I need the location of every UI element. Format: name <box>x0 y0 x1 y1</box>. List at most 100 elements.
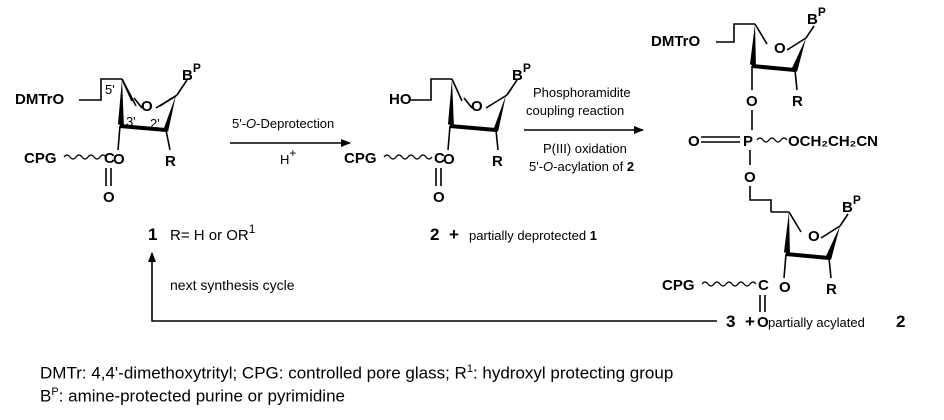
o3-label: O <box>443 151 455 168</box>
prime-2-label: 2' <box>150 116 160 131</box>
ring-bold-bond <box>785 252 830 260</box>
compound-1-r-note: R= H or OR1 <box>170 222 256 244</box>
synthesis-scheme: DMTrO 5' O 3' 2' BP R O CPG C O 1 R= H o… <box>15 5 905 331</box>
compound-3-note: partially acylated <box>768 315 865 330</box>
compound-3-plus: + <box>745 312 755 331</box>
r-label: R <box>792 93 803 110</box>
carbonyl-double-bond <box>759 295 766 312</box>
c5-bond <box>79 78 122 101</box>
carbonyl-double-bond <box>435 168 442 186</box>
carbonyl-c-label: C <box>104 150 115 167</box>
ring-oxygen: O <box>141 98 153 115</box>
next-cycle-label: next synthesis cycle <box>170 277 295 293</box>
ring-wedge <box>164 95 176 132</box>
compound-3-structure: DMTrO O BP R O O P OCH₂CH₂CN O O BP <box>651 5 878 331</box>
ring-wedge <box>448 79 454 128</box>
o3-bond <box>447 125 451 151</box>
base-bond <box>805 25 815 39</box>
r-bond <box>794 69 798 91</box>
carbonyl-c-label: C <box>434 150 445 167</box>
carbonyl-double-bond <box>105 168 112 186</box>
legend-base-text: B <box>40 386 52 406</box>
deprotection-label: 5'-O-Deprotection <box>232 116 334 131</box>
base-bond <box>839 213 849 227</box>
legend-sup: 1 <box>466 363 473 375</box>
compound-3-note-ref: 2 <box>896 312 905 331</box>
ring-wedge <box>792 38 806 72</box>
c5-bond-lower <box>749 186 772 212</box>
c5-bond <box>716 23 755 43</box>
compound-2-structure: HO O BP R O CPG C O <box>344 61 531 206</box>
bridge-o-lower: O <box>744 169 756 186</box>
c5-bond <box>411 78 452 101</box>
ring-bond <box>786 37 807 51</box>
ring-bond <box>754 23 768 45</box>
legend-abbrev-text: DMTr: 4,4'-dimethoxytrityl; CPG: control… <box>40 363 467 383</box>
legend-line-2: BP: amine-protected purine or pyrimidine <box>40 381 345 408</box>
legend-abbrev-text-end: : hydroxyl protecting group <box>472 363 674 383</box>
phosphorus-label: P <box>743 133 753 150</box>
o3-bond <box>783 253 787 279</box>
base-bond <box>176 79 188 96</box>
ring-oxygen: O <box>808 228 820 245</box>
r-label: R <box>165 153 176 170</box>
base-label: BP <box>182 61 201 84</box>
compound-3-number: 3 <box>726 312 735 331</box>
r-label: R <box>826 281 837 298</box>
prime-3-label: 3' <box>126 114 136 129</box>
cpg-wavy-link <box>383 154 433 160</box>
base-label: BP <box>807 5 826 28</box>
o3-bond <box>117 125 121 151</box>
ring-bold-bond <box>449 124 497 132</box>
ring-wedge <box>494 95 506 132</box>
ring-wedge <box>750 24 756 68</box>
ring-oxygen: O <box>471 98 483 115</box>
carbonyl-c-label: C <box>758 277 769 294</box>
ring-bold-bond <box>751 64 796 72</box>
compound-2-note: partially deprotected 1 <box>469 228 597 243</box>
dmtro-label: DMTrO <box>651 33 701 50</box>
acid-label: H+ <box>280 146 296 167</box>
ring-wedge <box>118 79 124 128</box>
r-bond <box>165 129 171 151</box>
ring-wedge <box>784 212 790 256</box>
cyanoethyl-label: OCH₂CH₂CN <box>788 133 878 150</box>
acylation-label: 5'-O-acylation of 2 <box>529 159 634 174</box>
cpg-label: CPG <box>662 277 695 294</box>
ring-wedge <box>826 226 840 260</box>
next-cycle-arrow <box>148 252 717 322</box>
cpg-label: CPG <box>344 150 377 167</box>
p-double-bond <box>701 136 740 143</box>
ring-bond <box>788 211 802 233</box>
dmtro-label: DMTrO <box>15 91 65 108</box>
carbonyl-o-label: O <box>103 189 115 206</box>
cpg-wavy-link <box>63 154 107 160</box>
r-bond <box>828 257 832 279</box>
base-label: BP <box>842 193 861 216</box>
r-label: R <box>492 153 503 170</box>
cpg-wavy-link <box>701 281 757 287</box>
r-bond <box>495 129 499 151</box>
compound-2-plus: + <box>449 225 459 244</box>
bridge-o-upper: O <box>746 93 758 110</box>
ho-label: HO <box>389 91 412 108</box>
ring-bond <box>463 97 473 109</box>
ring-bold-bond <box>119 124 167 132</box>
coupling-label-1: Phosphoramidite <box>533 85 631 100</box>
legend-line-1: DMTr: 4,4'-dimethoxytrityl; CPG: control… <box>40 358 673 385</box>
p-oxo-label: O <box>688 133 700 150</box>
ring-bond <box>133 97 143 109</box>
cpg-label: CPG <box>24 150 57 167</box>
ring-oxygen: O <box>774 40 786 57</box>
compound-2-number: 2 <box>430 225 439 244</box>
compound-1-number: 1 <box>148 225 157 244</box>
base-bond <box>506 79 518 96</box>
o3-label: O <box>113 151 125 168</box>
ring-bond <box>485 94 508 109</box>
p-wavy-link <box>756 137 788 143</box>
coupling-label-2: coupling reaction <box>526 103 624 118</box>
base-label: BP <box>512 61 531 84</box>
carbonyl-o-label: O <box>433 189 445 206</box>
oxidation-label: P(III) oxidation <box>543 141 627 156</box>
prime-5-label: 5' <box>105 82 115 97</box>
